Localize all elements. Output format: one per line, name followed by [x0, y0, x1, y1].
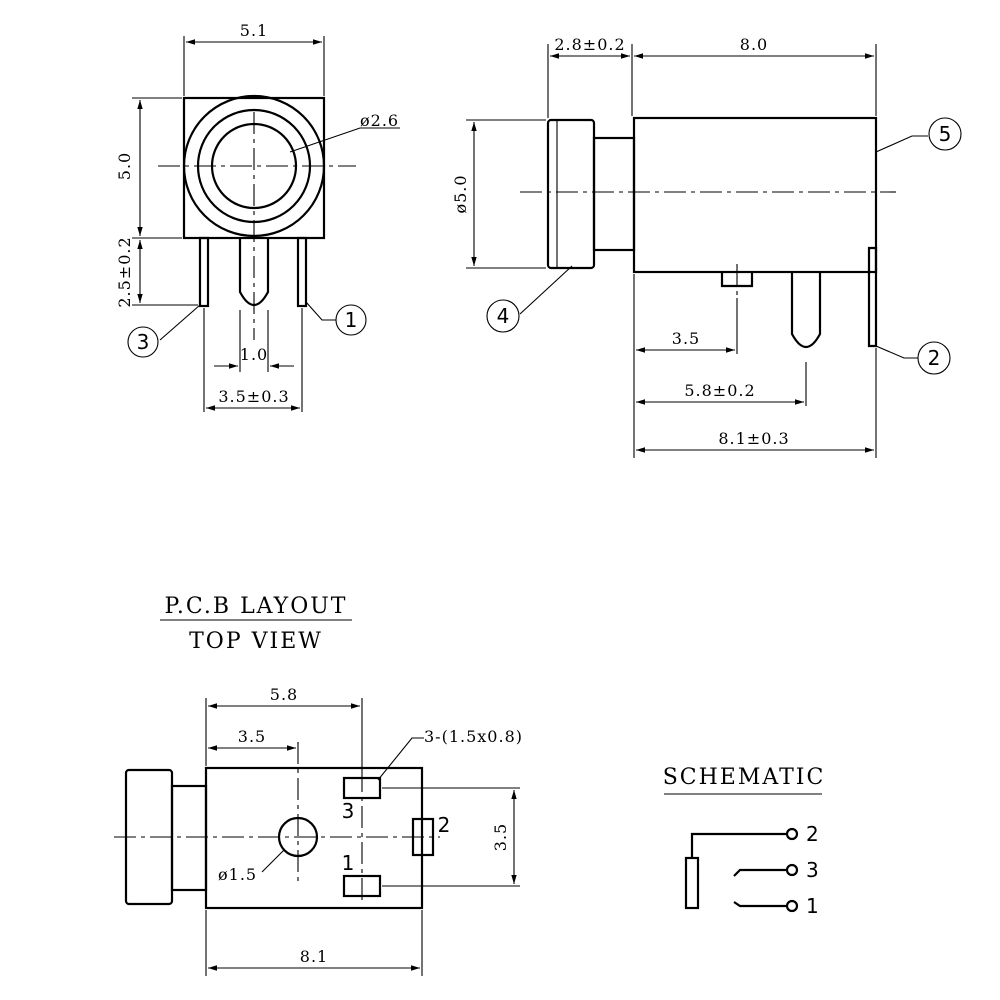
- pcb-title: P.C.B LAYOUT: [165, 594, 348, 619]
- side-pin-center: [790, 272, 822, 349]
- dim-pin-spacing: 3.5±0.3: [218, 387, 289, 406]
- schematic-node-2: [785, 827, 799, 841]
- callout-4: 4: [497, 304, 510, 328]
- front-pin-1: [296, 236, 308, 308]
- hole-leader: [289, 127, 400, 153]
- side-neck: [592, 136, 636, 252]
- pcb-layout: P.C.B LAYOUT TOP VIEW 3 2 1 5.8 3.5 3-(1…: [114, 594, 523, 976]
- callout-pin3: 3: [137, 330, 150, 354]
- callout-circle-4: [486, 299, 520, 333]
- schematic-wire-2: [690, 832, 786, 858]
- pcb-hole: [277, 816, 319, 858]
- callout-circle-3: [127, 326, 159, 358]
- pcb-dim-pads: 3-(1.5x0.8): [424, 727, 523, 746]
- callout-2: 2: [928, 346, 941, 370]
- schematic-title: SCHEMATIC: [663, 765, 826, 790]
- callout-circle-5: [928, 117, 962, 151]
- pcb-dim-81: 8.1: [300, 947, 328, 966]
- side-pin-2: [867, 246, 878, 348]
- schematic: SCHEMATIC 2 3 1: [663, 765, 826, 918]
- front-view: 5.1 ø2.6 5.0 2.5±0.2 1.0 3.5±0.3 3 1: [115, 21, 400, 412]
- callout-circle-2: [917, 341, 951, 375]
- dim-pin-length: 2.5±0.2: [115, 236, 134, 307]
- callout-circle-1: [335, 304, 367, 336]
- schematic-terminal-2: 2: [806, 822, 819, 846]
- dim-c: 8.1±0.3: [718, 429, 789, 448]
- pcb-pad-2: [411, 817, 435, 857]
- pcb-dim-35-vertical: 3.5: [491, 823, 510, 851]
- front-pin-center: [238, 238, 270, 307]
- dim-width: 5.1: [240, 21, 268, 40]
- callout-5: 5: [939, 122, 952, 146]
- pcb-body: [204, 766, 424, 910]
- dim-flange: 2.8±0.2: [554, 35, 625, 54]
- pad-leader: [377, 737, 424, 781]
- front-pin-3: [198, 236, 210, 308]
- pcb-dim-hole: ø1.5: [218, 865, 257, 884]
- pcb-pin-1: 1: [342, 851, 355, 875]
- schematic-node-1: [785, 899, 799, 913]
- dim-a: 3.5: [672, 329, 700, 348]
- dim-b: 5.8±0.2: [684, 381, 755, 400]
- schematic-node-3: [785, 863, 799, 877]
- pcb-dim-35: 3.5: [238, 727, 266, 746]
- schematic-sleeve: [684, 856, 700, 910]
- dim-body: 8.0: [740, 35, 768, 54]
- pcb-pin-3: 3: [342, 799, 355, 823]
- schematic-terminal-3: 3: [806, 858, 819, 882]
- pcb-pin-2: 2: [438, 813, 451, 837]
- schematic-terminal-1: 1: [806, 894, 819, 918]
- side-body: [632, 116, 878, 274]
- dim-diameter: ø5.0: [451, 174, 470, 213]
- dim-hole: ø2.6: [360, 111, 399, 130]
- callout-pin1: 1: [345, 308, 358, 332]
- pcb-neck: [170, 784, 208, 892]
- side-view: 2.8±0.2 8.0 ø5.0 3.5 5.8±0.2 8.1±0.3 4 5…: [451, 35, 962, 458]
- schematic-wire-1: [733, 901, 786, 908]
- dim-height: 5.0: [115, 152, 134, 180]
- pcb-subtitle: TOP VIEW: [189, 629, 323, 654]
- schematic-wire-3: [733, 868, 786, 877]
- pcb-dim-58: 5.8: [270, 685, 298, 704]
- dim-pin-width: 1.0: [240, 345, 268, 364]
- side-flange: [546, 118, 596, 270]
